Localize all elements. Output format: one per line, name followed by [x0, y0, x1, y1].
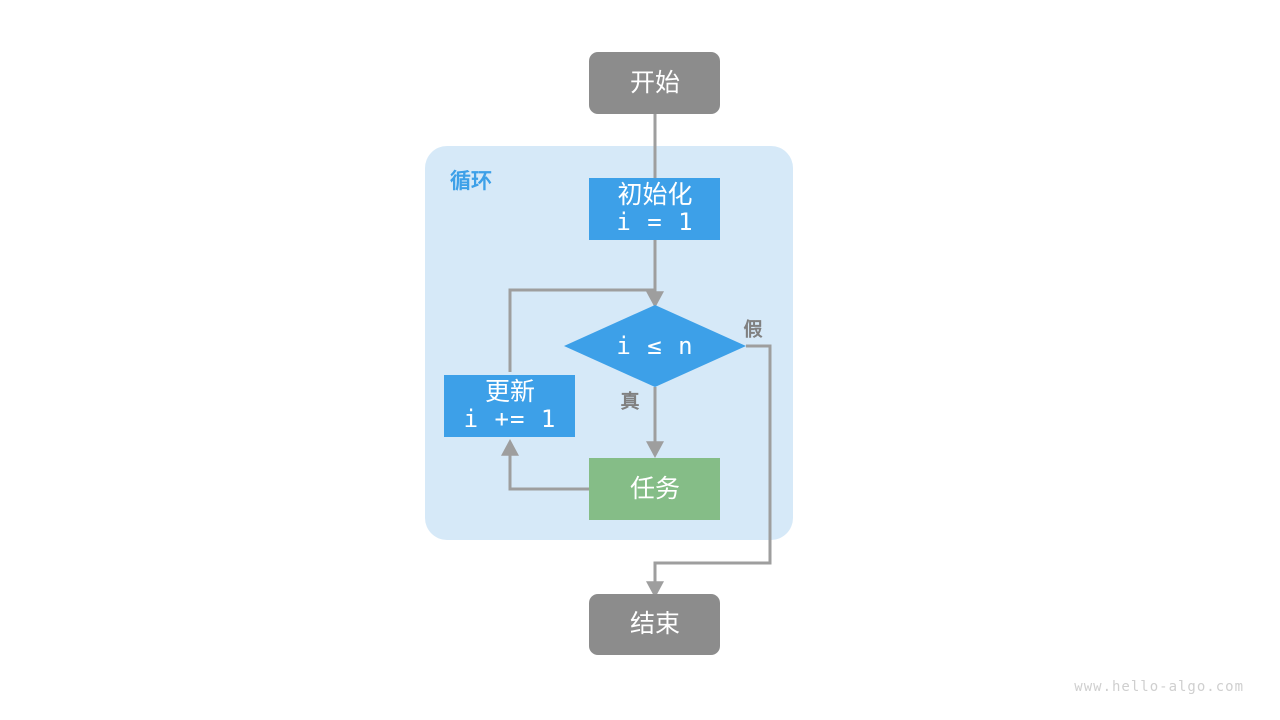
edge-task-to-update: [500, 438, 589, 491]
node-start-label: 开始: [630, 68, 680, 97]
node-init-label-line2: i = 1: [616, 208, 693, 236]
node-update-label-line2: i += 1: [464, 405, 557, 433]
edges-layer: 真 假: [500, 113, 772, 599]
node-update-shape[interactable]: [444, 375, 575, 437]
node-end[interactable]: 结束: [589, 594, 720, 655]
node-task[interactable]: 任务: [589, 458, 720, 520]
node-update[interactable]: 更新 i += 1: [444, 375, 575, 437]
node-condition-shape[interactable]: [564, 305, 746, 387]
edge-condition-false-to-end: [646, 344, 772, 599]
node-start-shape[interactable]: [589, 52, 720, 114]
node-end-label: 结束: [630, 609, 680, 638]
node-condition-label: i ≤ n: [616, 332, 693, 360]
node-task-label: 任务: [630, 474, 680, 503]
node-init-shape[interactable]: [589, 178, 720, 240]
node-init[interactable]: 初始化 i = 1: [589, 178, 720, 240]
node-task-shape[interactable]: [589, 458, 720, 520]
edge-label-true: 真: [620, 390, 639, 413]
node-end-shape[interactable]: [589, 594, 720, 655]
watermark-text: www.hello-algo.com: [1074, 679, 1244, 695]
node-init-label-line1: 初始化: [617, 180, 692, 209]
node-update-label-line1: 更新: [485, 377, 535, 406]
node-condition[interactable]: i ≤ n: [564, 305, 746, 387]
edge-label-false: 假: [743, 318, 762, 341]
edge-update-to-condition: [508, 288, 655, 372]
loop-group-label: 循环: [450, 169, 492, 193]
node-start[interactable]: 开始: [589, 52, 720, 114]
